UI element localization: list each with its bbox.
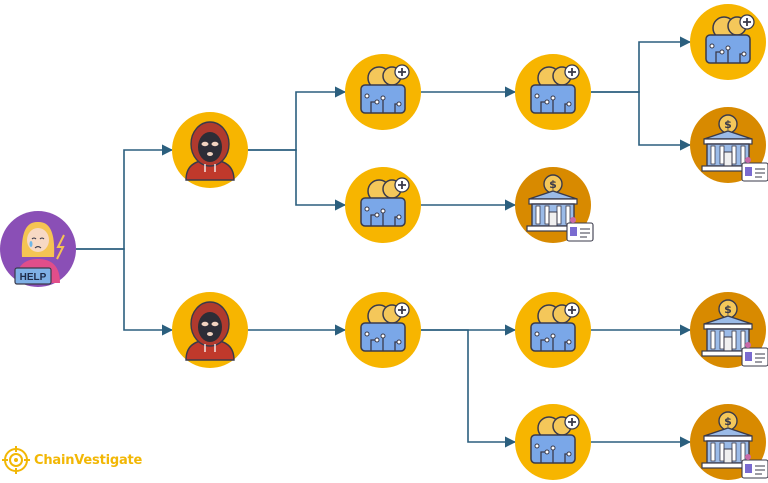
node-hacker-2 bbox=[172, 292, 248, 368]
node-bank-c2: $ bbox=[515, 167, 594, 243]
crypto-wallet-icon bbox=[515, 292, 591, 368]
edge-hacker-1-to-wallet-a1 bbox=[248, 86, 347, 151]
crypto-wallet-icon bbox=[515, 54, 591, 130]
edge-victim-to-hacker-1 bbox=[76, 144, 174, 250]
edge-wallet-c1-to-bank-d2 bbox=[591, 91, 692, 151]
crypto-wallet-icon bbox=[690, 4, 766, 80]
node-wallet-a2 bbox=[345, 167, 421, 243]
bank-icon: $ bbox=[690, 107, 768, 183]
node-bank-d4: $ bbox=[690, 404, 768, 480]
chainvestigate-logo: ChainVestigate bbox=[2, 445, 152, 475]
hacker-icon bbox=[172, 112, 248, 188]
crypto-wallet-icon bbox=[515, 404, 591, 480]
edge-wallet-c1-to-wallet-d1 bbox=[591, 36, 692, 93]
svg-text:$: $ bbox=[724, 415, 732, 428]
bank-icon: $ bbox=[515, 167, 594, 243]
crypto-wallet-icon bbox=[345, 54, 421, 130]
target-logo-icon bbox=[2, 446, 30, 474]
bank-icon: $ bbox=[690, 404, 768, 480]
bank-icon: $ bbox=[690, 292, 768, 368]
svg-text:$: $ bbox=[549, 178, 557, 191]
edge-wallet-b1-to-wallet-c4 bbox=[421, 329, 517, 448]
svg-text:$: $ bbox=[724, 303, 732, 316]
edge-victim-to-hacker-2 bbox=[76, 248, 174, 336]
crypto-wallet-icon bbox=[345, 292, 421, 368]
node-victim: HELP bbox=[0, 211, 76, 287]
help-sign-text: HELP bbox=[20, 272, 47, 283]
node-bank-d2: $ bbox=[690, 107, 768, 183]
edge-layer bbox=[76, 36, 692, 448]
node-wallet-a1 bbox=[345, 54, 421, 130]
node-wallet-c1 bbox=[515, 54, 591, 130]
logo-text: ChainVestigate bbox=[34, 452, 143, 468]
crypto-wallet-icon bbox=[345, 167, 421, 243]
node-wallet-b1 bbox=[345, 292, 421, 368]
node-hacker-1 bbox=[172, 112, 248, 188]
node-bank-d3: $ bbox=[690, 292, 768, 368]
node-wallet-d1 bbox=[690, 4, 766, 80]
crying-victim-icon: HELP bbox=[0, 211, 76, 287]
node-layer: HELP $ $ $ $ bbox=[0, 4, 768, 480]
svg-text:$: $ bbox=[724, 118, 732, 131]
node-wallet-c4 bbox=[515, 404, 591, 480]
hacker-icon bbox=[172, 292, 248, 368]
edge-hacker-1-to-wallet-a2 bbox=[248, 149, 347, 211]
node-wallet-c3 bbox=[515, 292, 591, 368]
